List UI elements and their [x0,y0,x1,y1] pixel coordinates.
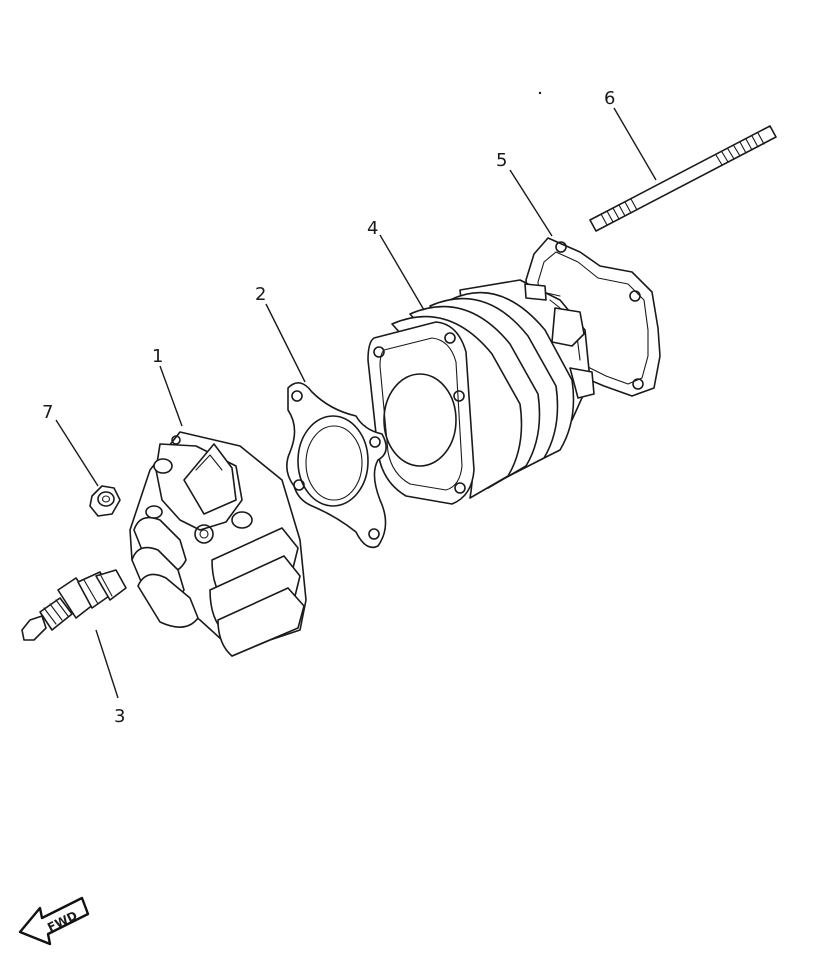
cylinder-head-gasket [286,382,387,549]
spark-plug [21,569,127,641]
cylinder-head [129,431,307,657]
cylinder [367,279,595,505]
forward-arrow-label: FWD [45,908,79,934]
nut [89,485,121,517]
callout-6: 6 [604,88,615,109]
stud-bolt [589,125,777,232]
callout-3: 3 [114,706,125,727]
forward-arrow-icon [18,896,90,946]
callout-5: 5 [496,150,507,171]
callout-7: 7 [42,402,53,423]
callout-1: 1 [152,346,163,367]
stray-mark [538,91,542,95]
leader-lines [55,107,657,699]
callout-4: 4 [367,218,378,239]
callout-2: 2 [255,284,266,305]
forward-arrow: FWD [18,896,90,946]
